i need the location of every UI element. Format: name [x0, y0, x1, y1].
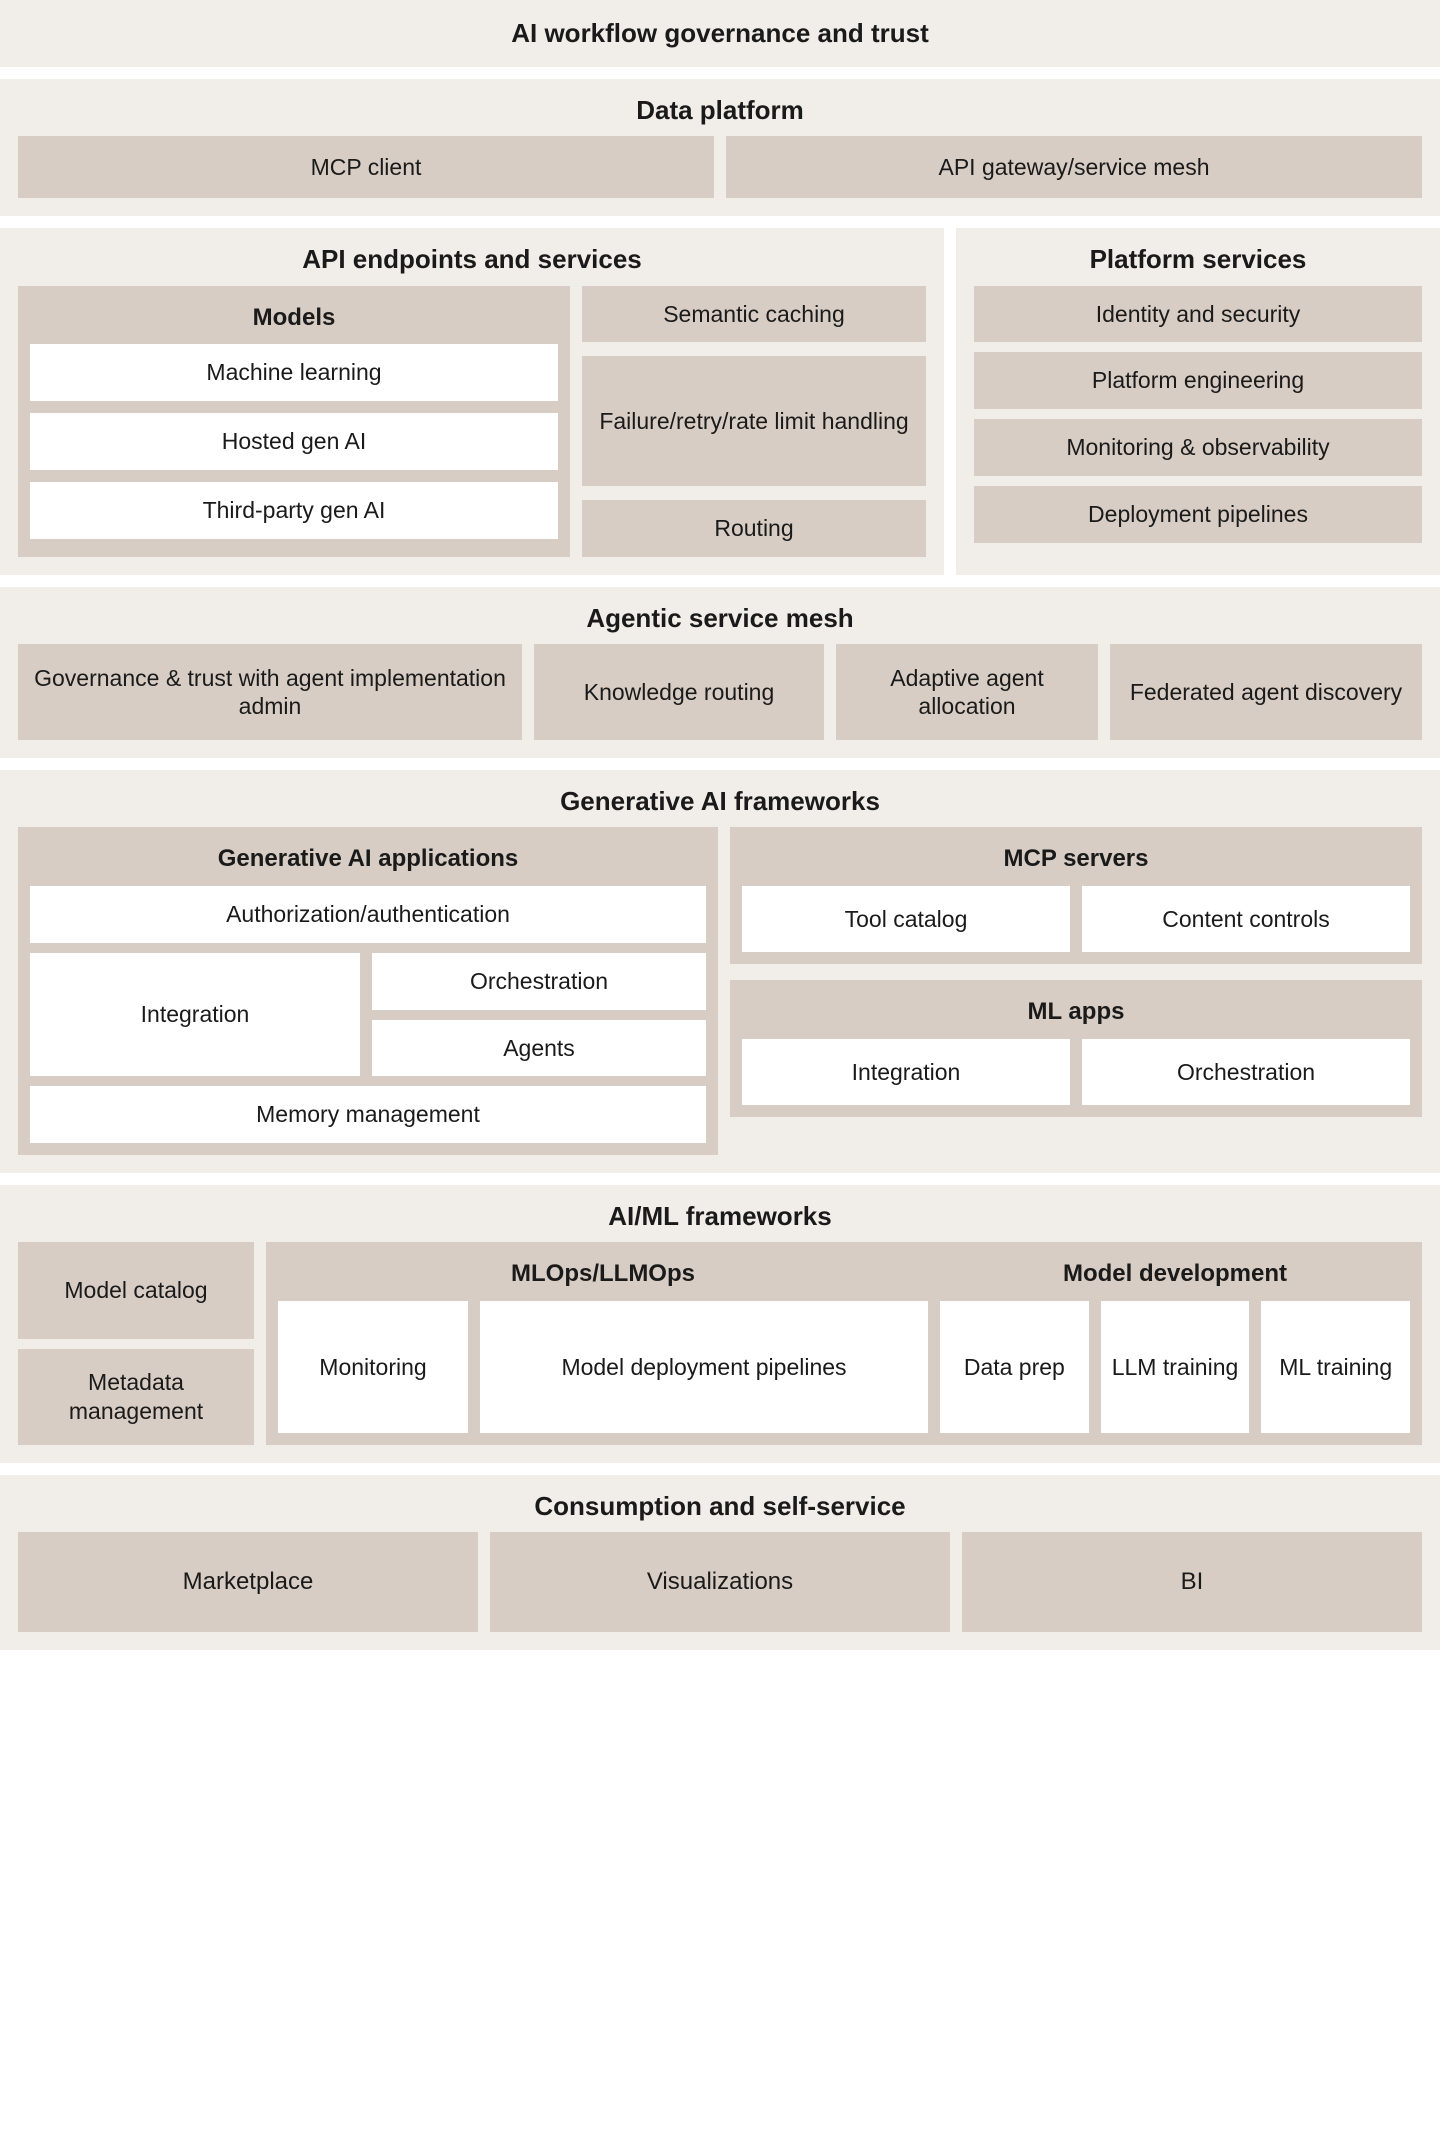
- chip-agents[interactable]: Agents: [372, 1019, 706, 1077]
- chip-authorization-authentication[interactable]: Authorization/authentication: [30, 886, 706, 943]
- chip-mcp-client[interactable]: MCP client: [18, 136, 714, 199]
- chip-federated-agent-discovery[interactable]: Federated agent discovery: [1110, 644, 1422, 741]
- chip-monitoring-observability[interactable]: Monitoring & observability: [974, 419, 1422, 476]
- section-governance-trust: AI workflow governance and trust: [0, 0, 1440, 68]
- api-endpoints-title: API endpoints and services: [302, 244, 642, 275]
- subgroup-model-development: Model development Data prep LLM training…: [940, 1254, 1411, 1434]
- chip-orchestration-genai[interactable]: Orchestration: [372, 952, 706, 1010]
- chip-knowledge-routing[interactable]: Knowledge routing: [534, 644, 824, 741]
- aiml-frameworks-title: AI/ML frameworks: [608, 1201, 832, 1232]
- chip-visualizations[interactable]: Visualizations: [490, 1532, 950, 1633]
- section-api-and-platform: API endpoints and services Models Machin…: [0, 228, 1440, 576]
- page-title: AI workflow governance and trust: [511, 18, 929, 48]
- chip-bi[interactable]: BI: [962, 1532, 1422, 1633]
- section-api-endpoints-services: API endpoints and services Models Machin…: [0, 228, 944, 576]
- chip-deployment-pipelines[interactable]: Deployment pipelines: [974, 485, 1422, 543]
- group-mlops-and-model-development: MLOps/LLMOps Monitoring Model deployment…: [266, 1242, 1422, 1446]
- chip-content-controls[interactable]: Content controls: [1082, 886, 1410, 953]
- section-consumption-self-service: Consumption and self-service Marketplace…: [0, 1475, 1440, 1651]
- group-models: Models Machine learning Hosted gen AI Th…: [18, 285, 570, 558]
- chip-hosted-gen-ai[interactable]: Hosted gen AI: [30, 413, 558, 470]
- chip-governance-trust-agent-admin[interactable]: Governance & trust with agent implementa…: [18, 644, 522, 741]
- chip-failure-retry-rate-limit-handling[interactable]: Failure/retry/rate limit handling: [582, 356, 926, 487]
- subgroup-mlops-llmops: MLOps/LLMOps Monitoring Model deployment…: [278, 1254, 928, 1434]
- chip-orchestration-mlapps[interactable]: Orchestration: [1082, 1039, 1410, 1106]
- chip-marketplace[interactable]: Marketplace: [18, 1532, 478, 1633]
- mlops-llmops-title: MLOps/LLMOps: [511, 1260, 695, 1288]
- chip-integration-genai[interactable]: Integration: [30, 952, 360, 1077]
- data-platform-title: Data platform: [636, 95, 804, 126]
- chip-platform-engineering[interactable]: Platform engineering: [974, 352, 1422, 410]
- group-generative-ai-applications: Generative AI applications Authorization…: [18, 827, 718, 1156]
- generative-ai-frameworks-title: Generative AI frameworks: [560, 786, 880, 817]
- chip-model-catalog[interactable]: Model catalog: [18, 1242, 254, 1339]
- consumption-title: Consumption and self-service: [534, 1491, 906, 1522]
- ml-apps-title: ML apps: [1027, 998, 1125, 1026]
- section-data-platform: Data platform MCP client API gateway/ser…: [0, 79, 1440, 217]
- section-generative-ai-frameworks: Generative AI frameworks Generative AI a…: [0, 770, 1440, 1174]
- chip-ml-training[interactable]: ML training: [1261, 1301, 1411, 1434]
- architecture-diagram: AI workflow governance and trust Data pl…: [0, 0, 1440, 1651]
- mcp-servers-title: MCP servers: [1003, 845, 1149, 873]
- section-platform-services: Platform services Identity and security …: [956, 228, 1440, 576]
- model-development-title: Model development: [1062, 1260, 1288, 1288]
- chip-data-prep[interactable]: Data prep: [940, 1301, 1089, 1434]
- chip-semantic-caching[interactable]: Semantic caching: [582, 285, 926, 343]
- chip-machine-learning[interactable]: Machine learning: [30, 344, 558, 402]
- chip-identity-and-security[interactable]: Identity and security: [974, 285, 1422, 343]
- chip-memory-management[interactable]: Memory management: [30, 1086, 706, 1144]
- chip-metadata-management[interactable]: Metadata management: [18, 1348, 254, 1446]
- section-agentic-service-mesh: Agentic service mesh Governance & trust …: [0, 587, 1440, 759]
- chip-tool-catalog[interactable]: Tool catalog: [742, 886, 1070, 953]
- chip-third-party-gen-ai[interactable]: Third-party gen AI: [30, 481, 558, 539]
- chip-monitoring[interactable]: Monitoring: [278, 1301, 468, 1434]
- agentic-service-mesh-title: Agentic service mesh: [586, 603, 854, 634]
- chip-api-gateway-service-mesh[interactable]: API gateway/service mesh: [726, 136, 1422, 199]
- chip-adaptive-agent-allocation[interactable]: Adaptive agent allocation: [836, 644, 1098, 741]
- chip-integration-mlapps[interactable]: Integration: [742, 1039, 1070, 1106]
- group-ml-apps: ML apps Integration Orchestration: [730, 980, 1422, 1118]
- group-mcp-servers: MCP servers Tool catalog Content control…: [730, 827, 1422, 965]
- platform-services-title: Platform services: [1089, 244, 1307, 275]
- generative-ai-applications-title: Generative AI applications: [217, 845, 519, 873]
- models-title: Models: [252, 303, 336, 331]
- chip-llm-training[interactable]: LLM training: [1100, 1301, 1250, 1434]
- chip-model-deployment-pipelines[interactable]: Model deployment pipelines: [480, 1301, 928, 1434]
- chip-routing[interactable]: Routing: [582, 500, 926, 558]
- section-aiml-frameworks: AI/ML frameworks Model catalog Metadata …: [0, 1185, 1440, 1464]
